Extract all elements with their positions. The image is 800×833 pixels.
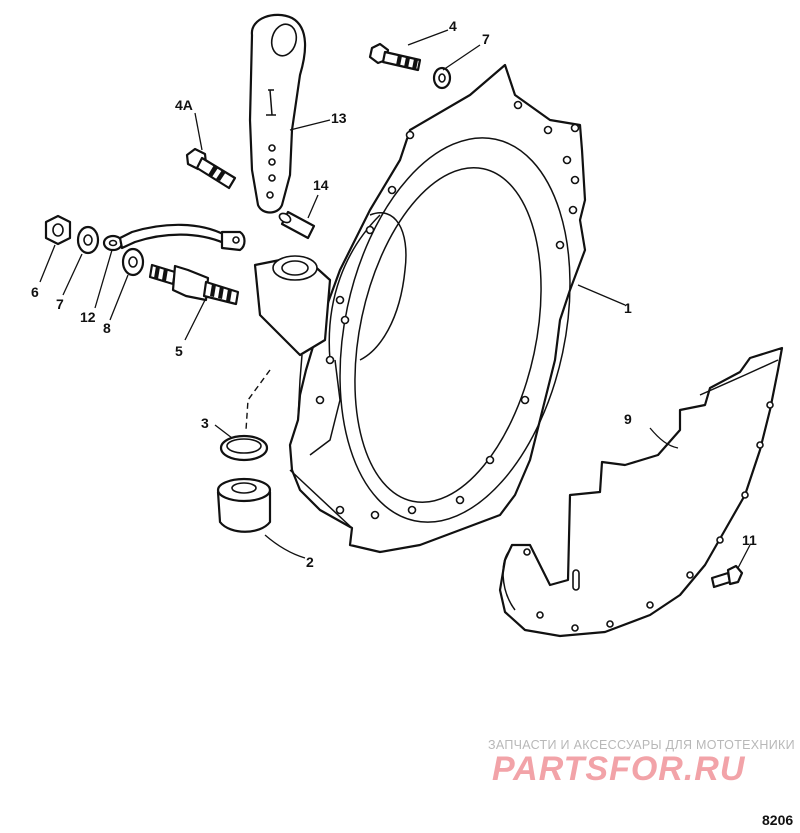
watermark-logo: PARTSFOR.RU bbox=[492, 750, 746, 788]
callout-1: 1 bbox=[624, 300, 632, 316]
callout-4a: 4A bbox=[175, 97, 193, 113]
flat-washer bbox=[121, 247, 145, 277]
dowel-pin bbox=[278, 210, 316, 240]
mount-bushing bbox=[216, 477, 272, 533]
flywheel-cover bbox=[498, 346, 784, 638]
callout-7-lower: 7 bbox=[56, 296, 64, 312]
callout-3: 3 bbox=[201, 415, 209, 431]
bolt-4a bbox=[185, 147, 237, 190]
stud bbox=[148, 263, 240, 306]
callout-11: 11 bbox=[742, 532, 757, 548]
callout-9: 9 bbox=[624, 411, 632, 427]
lock-washer-upper bbox=[432, 66, 452, 90]
watermark-tagline: ЗАПЧАСТИ И АКСЕССУАРЫ ДЛЯ МОТОТЕХНИКИ bbox=[488, 738, 795, 752]
bolt-4 bbox=[368, 42, 422, 72]
figure-number: 8206 bbox=[762, 812, 794, 828]
seal-ring bbox=[219, 434, 269, 462]
callout-12: 12 bbox=[80, 309, 96, 325]
callout-5: 5 bbox=[175, 343, 183, 359]
housing-bolt-holes bbox=[315, 100, 580, 520]
callout-4: 4 bbox=[449, 18, 457, 34]
callout-13: 13 bbox=[331, 110, 347, 126]
ground-strap bbox=[102, 223, 246, 252]
callout-14: 14 bbox=[313, 177, 329, 193]
lock-washer-lower bbox=[76, 225, 100, 255]
callout-2: 2 bbox=[306, 554, 314, 570]
leader-lines bbox=[39, 29, 751, 569]
callout-6: 6 bbox=[31, 284, 39, 300]
callout-8: 8 bbox=[103, 320, 111, 336]
screw-11 bbox=[710, 564, 744, 589]
hex-nut bbox=[44, 214, 72, 246]
alignment-line bbox=[245, 369, 271, 431]
flywheel-housing bbox=[253, 63, 587, 554]
callout-7-upper: 7 bbox=[482, 31, 490, 47]
lifting-bracket bbox=[248, 13, 307, 214]
